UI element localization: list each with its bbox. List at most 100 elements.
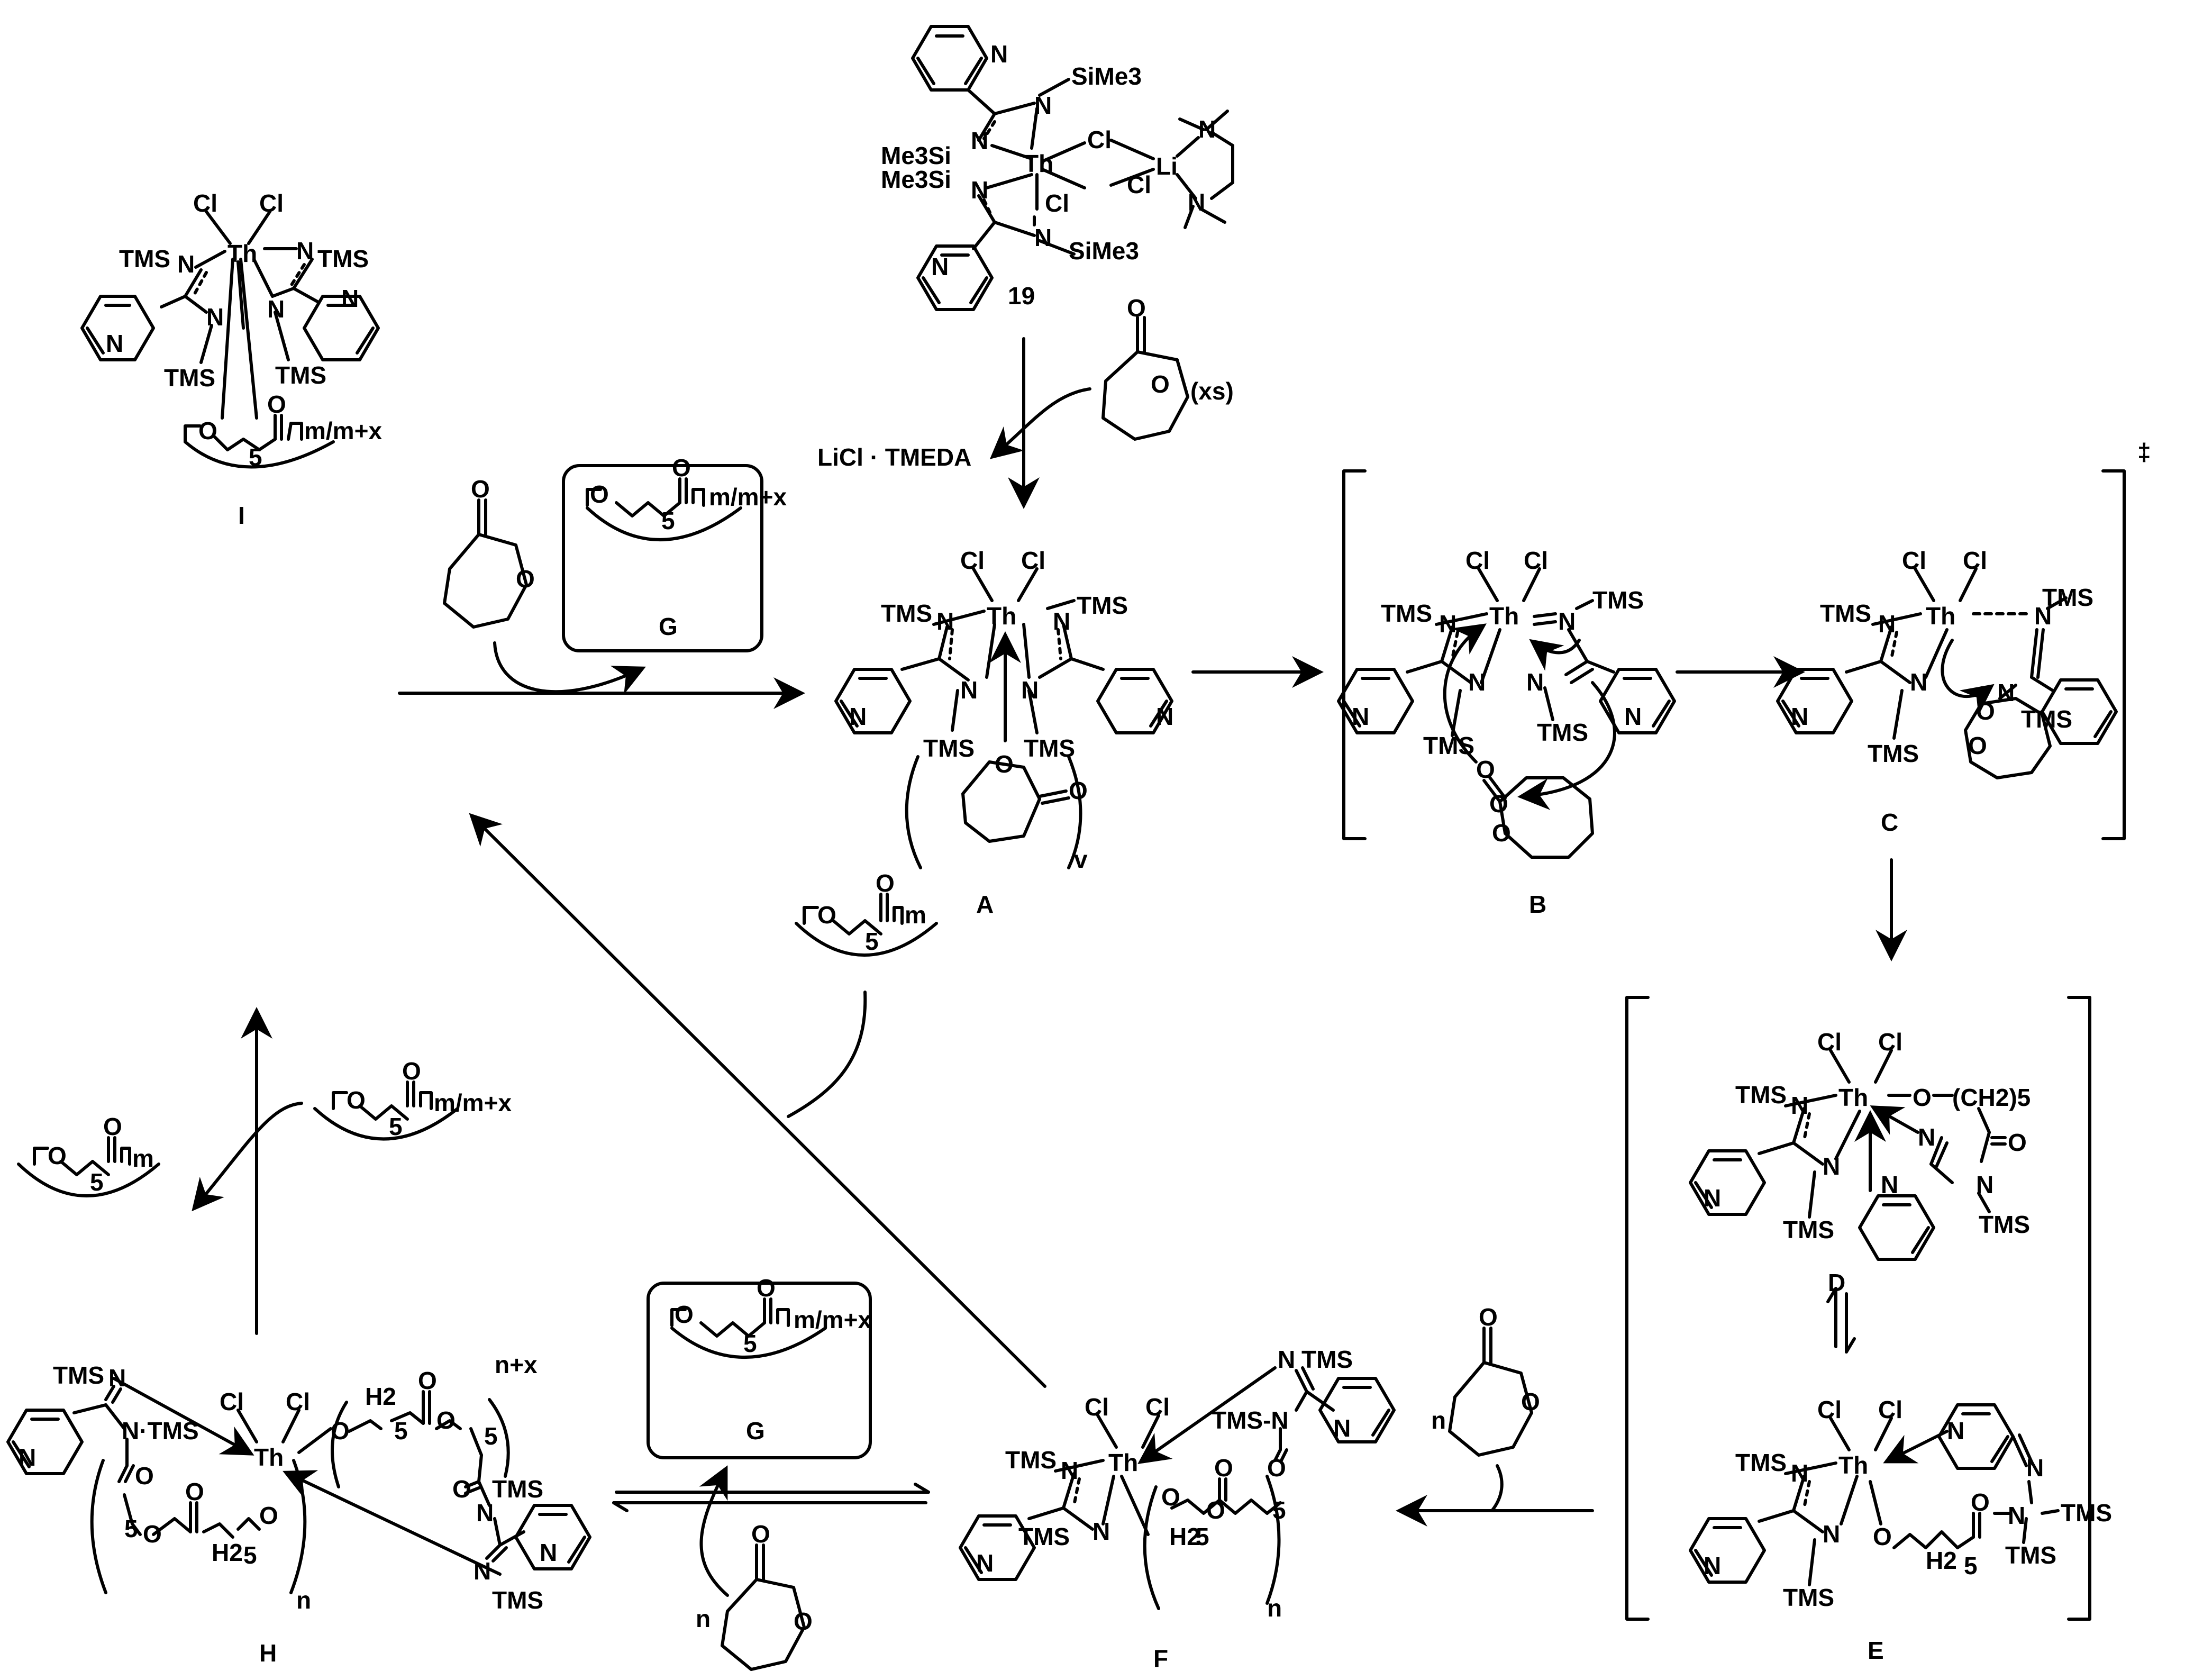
atom-label: N [476, 1499, 494, 1527]
curved-arrow-G-release-2 [699, 1465, 729, 1597]
equilibrium-H-F [612, 1483, 930, 1512]
atom-label: O [1521, 1388, 1540, 1415]
atom-label: H2 [1926, 1547, 1957, 1574]
atom-label: N [540, 1539, 557, 1566]
atom-label: Th [1024, 150, 1053, 177]
atom-label: N [971, 127, 988, 155]
atom-label: N [1823, 1152, 1840, 1180]
compound-B [1337, 567, 1676, 859]
byproduct-licl-tmeda: LiCl · TMEDA [817, 443, 971, 471]
atom-label: N [1053, 607, 1070, 635]
atom-label: TMS [1301, 1346, 1353, 1373]
atom-label: Cl [1817, 1396, 1842, 1423]
atom-label: N [990, 40, 1008, 68]
atom-label: Cl [1902, 547, 1926, 574]
atom-label: Cl [1817, 1028, 1842, 1056]
atom-label: TMS [1979, 1211, 2030, 1238]
atom-label: O [402, 1057, 421, 1085]
atom-label: O [757, 1274, 776, 1302]
atom-label: O [1913, 1084, 1932, 1111]
compound-label-I: I [238, 502, 245, 529]
polymer-mmx-left [313, 1080, 459, 1141]
atom-label: TMS [1537, 719, 1588, 746]
atom-label: SiMe3 [1071, 62, 1142, 90]
atom-label: N [936, 607, 954, 635]
atom-label: O [751, 1520, 770, 1548]
atom-label: N [1947, 1417, 1964, 1445]
atom-label: N [1624, 703, 1642, 730]
atom-label: Th [1838, 1084, 1868, 1111]
atom-label: 5 [394, 1417, 408, 1445]
label-m-m-plus-x: m/m+x [434, 1089, 512, 1116]
atom-label: O [995, 750, 1014, 778]
compound-I [80, 210, 380, 469]
atom-label: O [198, 417, 217, 444]
atom-label: O [331, 1417, 350, 1445]
compound-label-E: E [1868, 1637, 1884, 1664]
atom-label: N [1021, 676, 1039, 704]
G-box-1 [562, 464, 763, 652]
atom-label: O [436, 1406, 456, 1434]
atom-label: TMS [1381, 600, 1432, 627]
compound-F [959, 1366, 1396, 1610]
compound-H [6, 1377, 591, 1594]
reagent-n: n [696, 1605, 711, 1632]
compound-E [1689, 1403, 2060, 1586]
atom-label: Cl [193, 189, 217, 217]
atom-label: Th [1838, 1451, 1868, 1479]
compound-D [1689, 1049, 2007, 1261]
atom-label: O [259, 1502, 278, 1529]
atom-label: TMS [1024, 734, 1075, 762]
atom-label: O [817, 901, 836, 929]
atom-label: 5 [1964, 1552, 1978, 1579]
atom-label: N·TMS [122, 1417, 199, 1445]
atom-label: TMS [492, 1586, 543, 1614]
atom-label: N [960, 676, 978, 704]
atom-label: N [1704, 1184, 1721, 1212]
curved-arrow-H-I [192, 1102, 303, 1212]
atom-label: N [1333, 1414, 1351, 1442]
atom-label: TMS [1783, 1216, 1834, 1243]
bracket-DE-right [2067, 996, 2091, 1621]
atom-label: N [2026, 1454, 2044, 1482]
atom-label: O [1873, 1523, 1892, 1550]
caprolactone-n-HF [721, 1543, 806, 1671]
atom-label: N [1439, 610, 1456, 638]
atom-label: Cl [1145, 1393, 1170, 1421]
subscript-n-plus-x: n+x [495, 1351, 538, 1378]
atom-label: N [1034, 92, 1052, 119]
atom-label: O [1968, 732, 1987, 759]
arrow-F-to-I [469, 813, 1046, 1388]
atom-label: N [108, 1364, 126, 1392]
atom-label: O [347, 1086, 366, 1114]
atom-label: 5 [243, 1541, 257, 1569]
atom-label: Th [1489, 602, 1519, 630]
label-m-m-plus-x: m/m+x [304, 417, 382, 444]
compound-label-F: F [1153, 1645, 1168, 1672]
atom-label: 5 [90, 1168, 104, 1196]
subscript-n: n [296, 1586, 311, 1614]
atom-label: O [185, 1478, 204, 1505]
atom-label: N [976, 1549, 994, 1577]
atom-label: Cl [1524, 547, 1548, 574]
atom-label: O [1127, 294, 1146, 322]
atom-label: TMS [923, 734, 975, 762]
atom-label: TMS [2021, 705, 2072, 733]
atom-label: TMS [1783, 1584, 1834, 1611]
atom-label: N [1526, 668, 1544, 696]
atom-label: 5 [484, 1422, 498, 1450]
compound-label-D: D [1828, 1269, 1845, 1296]
compound-label-A: A [976, 891, 994, 918]
atom-label: O [1069, 777, 1088, 804]
ts-dagger: ‡ [2137, 438, 2151, 466]
atom-label: N [971, 176, 988, 204]
atom-label: TMS [1423, 732, 1474, 759]
atom-label: 5 [1196, 1523, 1209, 1550]
atom-label: O [1492, 819, 1511, 847]
label-m-m-plus-x: m/m+x [794, 1306, 871, 1333]
atom-label: N [1881, 1171, 1898, 1198]
atom-label: O [1151, 370, 1170, 398]
atom-label: Cl [1127, 171, 1151, 198]
atom-label: O [1476, 756, 1495, 783]
atom-label: Cl [259, 189, 284, 217]
